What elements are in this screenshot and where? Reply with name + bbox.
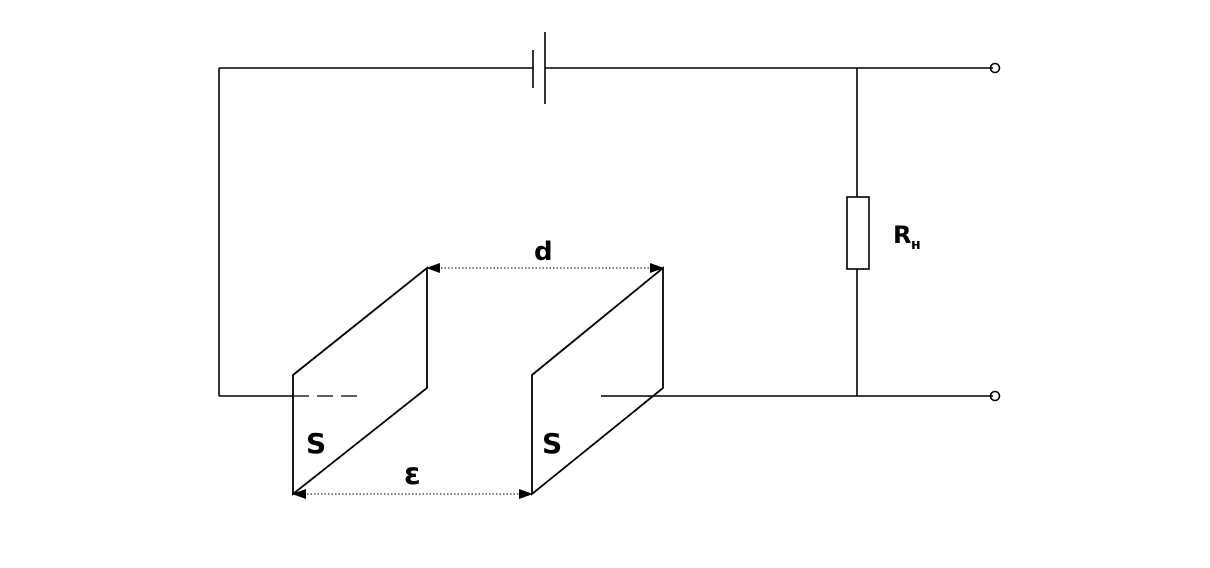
terminal-top[interactable] — [989, 62, 1001, 74]
load-branch — [846, 68, 870, 396]
load-resistor-subscript: н — [911, 237, 921, 253]
terminal-bottom[interactable] — [989, 390, 1001, 402]
distance-label: d — [534, 237, 553, 267]
load-resistor — [846, 196, 870, 270]
area-label-left: S — [306, 427, 326, 460]
permittivity-label: ε — [404, 457, 421, 492]
right-plate — [531, 266, 664, 496]
battery-symbol — [532, 32, 546, 104]
load-resistor-label: R — [893, 221, 911, 249]
left-plate — [292, 266, 428, 496]
area-label-right: S — [542, 427, 562, 460]
